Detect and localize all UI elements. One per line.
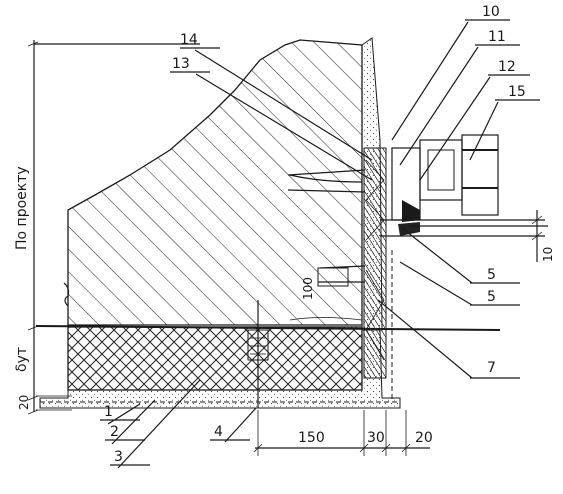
callout-11: 11	[488, 29, 506, 45]
dowel-anchor	[247, 300, 269, 408]
label-100: 100	[301, 277, 315, 300]
separator-line	[35, 325, 501, 331]
bottom-dimension	[253, 410, 430, 456]
label-delta-ut: δут	[14, 347, 30, 372]
anchor-upper	[287, 169, 366, 193]
callout-7: 7	[487, 360, 496, 376]
dim-30: 30	[367, 430, 385, 446]
callout-10: 10	[482, 4, 500, 20]
insulation-layer	[67, 326, 363, 391]
dim-10: 10	[541, 247, 555, 262]
callout-12: 12	[498, 59, 516, 75]
dim-right-20: 20	[415, 430, 433, 446]
callout-5-upper: 5	[487, 267, 496, 283]
callout-13: 13	[172, 56, 190, 72]
callout-15: 15	[508, 84, 526, 100]
wall-edge-squiggle	[63, 282, 70, 307]
window-frame	[380, 134, 545, 237]
leader-lines	[100, 19, 548, 469]
right-dimension	[531, 210, 543, 262]
callout-14: 14	[180, 32, 198, 48]
dim-bottom-20: 20	[17, 395, 31, 410]
callout-1: 1	[104, 404, 113, 420]
dim-150: 150	[298, 430, 325, 446]
callout-5-lower: 5	[487, 289, 496, 305]
cladding-strip	[363, 147, 387, 379]
callout-2: 2	[110, 424, 119, 440]
label-po-proektu: По проекту	[14, 166, 30, 250]
callout-3: 3	[114, 449, 123, 465]
callout-4: 4	[214, 424, 223, 440]
vertical-dimension	[27, 40, 200, 415]
